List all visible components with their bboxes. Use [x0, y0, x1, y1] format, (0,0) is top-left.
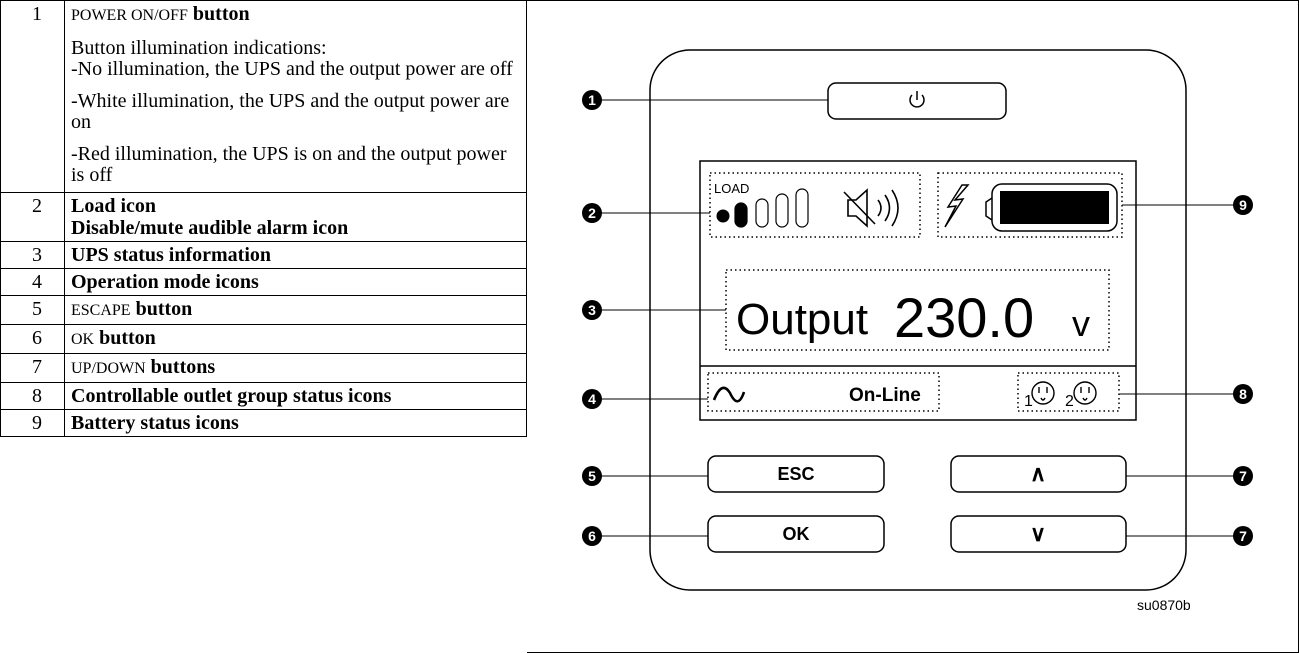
- lightning-icon: [944, 184, 970, 228]
- legend-row: 2 Load icon Disable/mute audible alarm i…: [0, 192, 527, 242]
- illumination-line-1: -No illumination, the UPS and the output…: [71, 58, 513, 80]
- status-area: [725, 269, 1110, 351]
- illumination-line-3: -Red illumination, the UPS is on and the…: [71, 143, 507, 186]
- svg-text:1: 1: [588, 92, 596, 108]
- illumination-title: Button illumination indications:-No illu…: [71, 37, 513, 80]
- svg-text:4: 4: [588, 391, 596, 407]
- output-unit: v: [1072, 303, 1090, 344]
- down-icon: ∨: [1030, 521, 1046, 546]
- legend-row: 9 Battery status icons: [0, 409, 527, 437]
- legend-number: 9: [0, 409, 65, 437]
- outlet-1-number: 1: [1024, 393, 1033, 410]
- legend-number: 7: [0, 353, 65, 383]
- outlet-1-icon: [1031, 381, 1055, 405]
- power-icon: [909, 91, 925, 108]
- load-icon: [716, 188, 809, 228]
- ok-button[interactable]: [707, 515, 885, 553]
- callout-6: 6: [582, 526, 602, 546]
- figure-code: su0870b: [1137, 597, 1191, 613]
- callout-8: 8: [1233, 384, 1253, 404]
- ok-button-label: OK: [783, 524, 810, 544]
- legend-description: ESCAPE button: [64, 295, 527, 325]
- legend-description: Load icon Disable/mute audible alarm ico…: [64, 192, 527, 242]
- outlet-area: [1017, 372, 1120, 412]
- svg-text:8: 8: [1239, 386, 1247, 402]
- svg-text:9: 9: [1239, 197, 1247, 213]
- output-word: Output: [736, 295, 868, 344]
- battery-icon: [985, 183, 1118, 232]
- svg-text:7: 7: [1239, 528, 1247, 544]
- callout-7-up: 7: [1233, 466, 1253, 486]
- load-area: [709, 172, 921, 238]
- load-label: LOAD: [714, 181, 749, 196]
- esc-button-label: ESC: [777, 464, 814, 484]
- mode-area: [707, 372, 940, 412]
- output-value: 230.0: [894, 286, 1034, 349]
- leader-lines: [599, 99, 1236, 537]
- legend-number: 5: [0, 295, 65, 325]
- legend-row: 6 OK button: [0, 324, 527, 354]
- callout-3: 3: [582, 300, 602, 320]
- svg-text:3: 3: [588, 302, 596, 318]
- legend-row: 1 POWER ON/OFF button Button illuminatio…: [0, 0, 527, 193]
- legend-description: POWER ON/OFF button Button illumination …: [64, 0, 527, 193]
- svg-text:7: 7: [1239, 468, 1247, 484]
- legend-row: 4 Operation mode icons: [0, 268, 527, 296]
- legend-description: OK button: [64, 324, 527, 354]
- legend-number: 3: [0, 241, 65, 269]
- legend-description: Controllable outlet group status icons: [64, 382, 527, 410]
- legend-description: UP/DOWN buttons: [64, 353, 527, 383]
- legend-row: 8 Controllable outlet group status icons: [0, 382, 527, 410]
- legend-number: 6: [0, 324, 65, 354]
- outlet-2-number: 2: [1065, 393, 1074, 410]
- svg-text:6: 6: [588, 528, 596, 544]
- power-button[interactable]: [827, 82, 1007, 120]
- power-button-name: POWER ON/OFF: [71, 7, 188, 24]
- up-button[interactable]: [950, 455, 1127, 493]
- legend-description: Operation mode icons: [64, 268, 527, 296]
- esc-button[interactable]: [707, 455, 885, 493]
- mute-icon-label: Disable/mute audible alarm icon: [71, 217, 349, 239]
- legend-description: UPS status information: [64, 241, 527, 269]
- panel-outline: [649, 49, 1187, 591]
- legend-table: 1 POWER ON/OFF button Button illuminatio…: [0, 0, 527, 437]
- ac-wave-icon: [712, 386, 746, 403]
- power-button-kind: button: [192, 3, 250, 25]
- mode-label: On-Line: [849, 385, 921, 406]
- load-icon-label: Load icon: [71, 195, 157, 217]
- down-button[interactable]: [950, 515, 1127, 553]
- illumination-line-2: -White illumination, the UPS and the out…: [71, 90, 510, 133]
- svg-text:5: 5: [588, 468, 596, 484]
- callout-4: 4: [582, 389, 602, 409]
- legend-description: Battery status icons: [64, 409, 527, 437]
- callout-2: 2: [582, 203, 602, 223]
- legend-row: 5 ESCAPE button: [0, 295, 527, 325]
- legend-number: 1: [0, 0, 65, 193]
- mute-alarm-icon: [843, 188, 899, 228]
- callout-5: 5: [582, 466, 602, 486]
- callout-1: 1: [582, 90, 602, 110]
- legend-row: 7 UP/DOWN buttons: [0, 353, 527, 383]
- callout-7-down: 7: [1233, 526, 1253, 546]
- up-icon: ∧: [1030, 461, 1046, 486]
- callout-9: 9: [1233, 195, 1253, 215]
- legend-row: 3 UPS status information: [0, 241, 527, 269]
- svg-text:2: 2: [588, 205, 596, 221]
- outlet-2-icon: [1073, 381, 1097, 405]
- legend-number: 8: [0, 382, 65, 410]
